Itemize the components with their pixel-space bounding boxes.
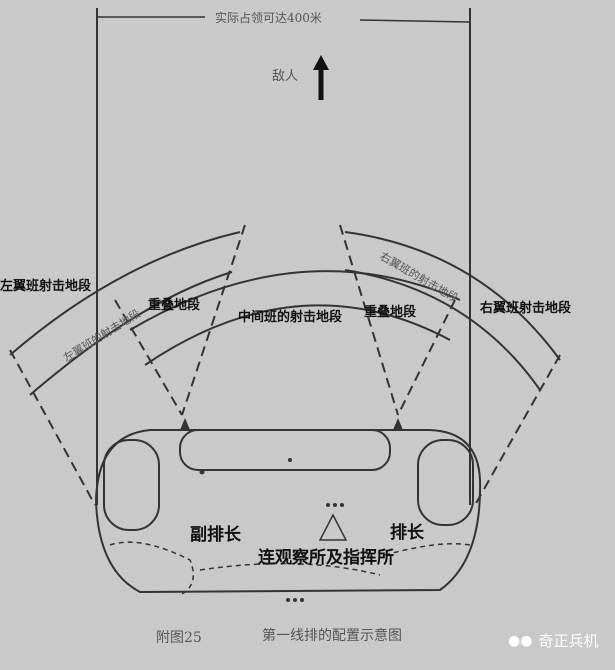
watermark: ●● 奇正兵机 <box>508 630 598 651</box>
platoon-leader-label: 排长 <box>390 523 424 543</box>
left-wing-sector-label: 左翼班射击地段 <box>0 279 92 294</box>
figure-caption: 第一线排的配置示意图 <box>262 628 402 644</box>
figure-number: 附图25 <box>156 630 202 646</box>
right-wing-sector-label: 右翼班射击地段 <box>480 301 572 316</box>
deputy-platoon-leader-label: 副排长 <box>190 525 241 545</box>
right-arc-inner <box>344 269 541 391</box>
wechat-icon: ●● <box>508 632 533 649</box>
middle-arc-outer <box>129 270 461 331</box>
watermark-text: 奇正兵机 <box>538 632 599 650</box>
middle-sector-label: 中间班的射击地段 <box>238 310 343 325</box>
command-post-label: 连观察所及指挥所 <box>258 548 394 568</box>
platoon-position-outline <box>94 429 482 594</box>
middle-arc-inner <box>144 304 451 366</box>
overlap-left-label: 重叠地段 <box>148 298 201 313</box>
overlap-right-label: 重叠地段 <box>364 305 417 320</box>
left-arc-outer <box>9 231 241 356</box>
right-arc-outer <box>344 231 561 361</box>
enemy-label: 敌人 <box>272 69 299 84</box>
top-dimension-label: 实际占领可达400米 <box>215 11 322 25</box>
left-arc-inner <box>29 271 233 396</box>
